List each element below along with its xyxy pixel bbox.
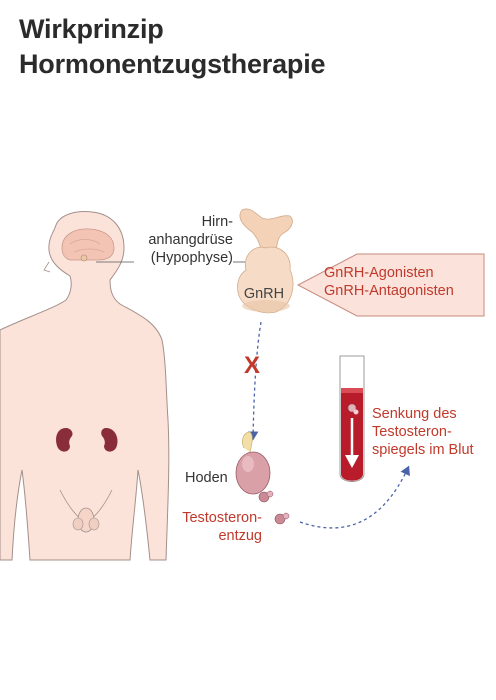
pituitary-label-line-2: anhangdrüse xyxy=(148,232,233,248)
deprivation-label-line-1: Testosteron- xyxy=(182,510,262,526)
testis-highlight xyxy=(242,456,254,472)
pituitary-in-head-marker xyxy=(80,254,88,262)
drug-callout-box xyxy=(296,253,485,317)
testosterone-to-blood-arrow xyxy=(299,465,410,529)
deprivation-label-line-2: entzug xyxy=(218,528,262,544)
pituitary-shadow xyxy=(242,300,290,312)
blood-molecule xyxy=(347,403,357,413)
scrotum-left xyxy=(72,517,84,531)
pituitary-label-line-3: (Hypophyse) xyxy=(150,250,233,266)
drug-label-agonists: GnRH-Agonisten xyxy=(324,265,434,281)
deprivation-label: Testosteron- entzug xyxy=(160,509,262,545)
brain-shape xyxy=(61,228,115,261)
body-silhouette xyxy=(0,211,170,561)
drug-label-antagonists: GnRH-Antagonisten xyxy=(324,283,454,299)
blocked-signal-x: X xyxy=(243,352,260,379)
blood-level-label-line-3: spiegels im Blut xyxy=(372,442,474,458)
testes-label: Hoden xyxy=(185,470,228,486)
blood-level-label-line-2: Testosteron- xyxy=(372,424,452,440)
drug-label: GnRH-Agonisten GnRH-Antagonisten xyxy=(324,264,484,300)
pituitary-label: Hirn- anhangdrüse (Hypophyse) xyxy=(130,213,233,267)
right-kidney-shape xyxy=(101,428,118,452)
signal-arrow-to-testes xyxy=(247,321,262,441)
blood-molecule-small xyxy=(353,409,359,415)
pituitary-body xyxy=(237,246,294,314)
pituitary-stalk xyxy=(239,208,293,259)
scrotum-right xyxy=(88,517,100,531)
brain-folds xyxy=(69,239,105,253)
left-kidney-shape xyxy=(56,428,73,452)
nose-outline xyxy=(43,261,51,273)
epididymis xyxy=(242,431,253,453)
page-title: Wirkprinzip Hormonentzugstherapie xyxy=(19,12,326,82)
pituitary-label-line-1: Hirn- xyxy=(201,214,233,230)
title-line-2: Hormonentzugstherapie xyxy=(19,49,326,79)
decrease-arrow-head xyxy=(345,455,359,468)
blood-level-label-line-1: Senkung des xyxy=(372,406,457,422)
blood-surface xyxy=(341,388,363,393)
pituitary-gland-illustration xyxy=(237,208,294,314)
gnrh-label: GnRH xyxy=(243,286,285,302)
blood-level-label: Senkung des Testosteron- spiegels im Blu… xyxy=(372,405,496,459)
title-line-1: Wirkprinzip xyxy=(19,14,164,44)
testosterone-molecules xyxy=(258,490,290,525)
human-body-figure xyxy=(0,211,170,561)
testis-illustration xyxy=(235,431,271,495)
blood-test-tube xyxy=(339,355,365,482)
